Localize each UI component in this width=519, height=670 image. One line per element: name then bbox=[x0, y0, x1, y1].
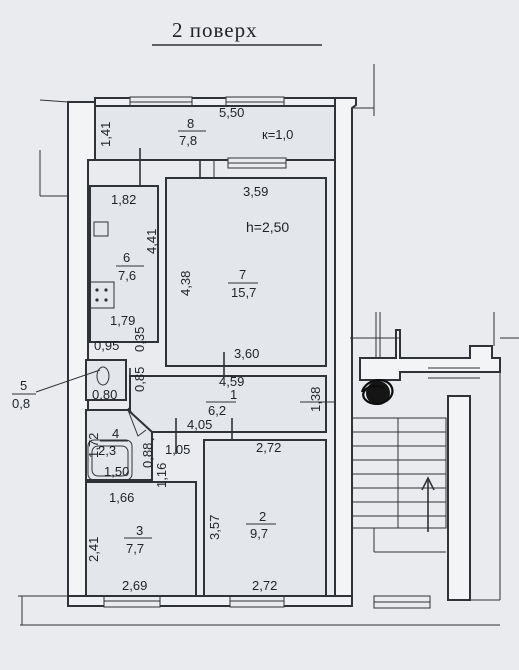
staircase bbox=[351, 417, 447, 553]
room-1-side: 1,38 bbox=[308, 387, 323, 412]
scribble-mark bbox=[360, 379, 394, 405]
room-1-dim-b: 1,16 bbox=[154, 463, 169, 488]
room-8-height: 1,41 bbox=[98, 122, 113, 147]
room-1-dim-a: 1,05 bbox=[165, 442, 190, 457]
room-2-area: 9,7 bbox=[250, 526, 268, 541]
room-3-number: 3 bbox=[136, 523, 143, 538]
plan-title: 2 поверх bbox=[172, 18, 258, 42]
room-1-mid: 4,05 bbox=[187, 417, 212, 432]
room-3 bbox=[85, 481, 197, 597]
room-5 bbox=[85, 359, 127, 401]
room-1-number: 1 bbox=[230, 387, 237, 402]
room-2-side: 3,57 bbox=[207, 515, 222, 540]
room-3-bottom: 2,69 bbox=[122, 578, 147, 593]
room-2-bottom: 2,72 bbox=[252, 578, 277, 593]
stair-right-wall bbox=[447, 395, 471, 601]
room-8-width: 5,50 bbox=[219, 105, 244, 120]
room-4-dim-b: 0,88 bbox=[140, 443, 155, 468]
room-7-number: 7 bbox=[239, 267, 246, 282]
room-6-mid: 1,79 bbox=[110, 313, 135, 328]
room-4-area: 2,3 bbox=[98, 443, 116, 458]
room-7-side: 4,38 bbox=[178, 271, 193, 296]
room-8 bbox=[94, 105, 336, 161]
room-1-top: 4,59 bbox=[219, 374, 244, 389]
room-7-bottom: 3,60 bbox=[234, 346, 259, 361]
room-8-number: 8 bbox=[187, 116, 194, 131]
room-1-area: 6,2 bbox=[208, 403, 226, 418]
stove-icon bbox=[89, 281, 115, 309]
room-4-number: 4 bbox=[112, 426, 119, 441]
toilet-icon bbox=[96, 366, 110, 386]
room-6 bbox=[89, 185, 159, 343]
room-7 bbox=[165, 177, 327, 367]
sink-icon bbox=[93, 221, 109, 237]
room-5-dim-b: 0,35 bbox=[132, 327, 147, 352]
room-6-side: 4,41 bbox=[144, 229, 159, 254]
room-5-dim-d: 0,85 bbox=[132, 367, 147, 392]
room-3-side: 2,41 bbox=[86, 537, 101, 562]
room-1-dim-c: 1,66 bbox=[109, 490, 134, 505]
room-3-area: 7,7 bbox=[126, 541, 144, 556]
wall-right bbox=[334, 97, 357, 599]
room-6-number: 6 bbox=[123, 250, 130, 265]
room-5-number: 5 bbox=[20, 378, 27, 393]
bathtub-icon bbox=[87, 439, 133, 481]
room-8-coef: к=1,0 bbox=[262, 127, 293, 142]
room-7-top: 3,59 bbox=[243, 184, 268, 199]
room-7-ceiling-height: h=2,50 bbox=[246, 219, 289, 235]
room-4 bbox=[85, 409, 153, 481]
room-5-dim-a: 0,95 bbox=[94, 338, 119, 353]
room-2-number: 2 bbox=[259, 509, 266, 524]
room-4-dim-a: 1,72 bbox=[86, 433, 101, 458]
room-5-area: 0,8 bbox=[12, 396, 30, 411]
room-2-top: 2,72 bbox=[256, 440, 281, 455]
room-7-area: 15,7 bbox=[231, 285, 256, 300]
room-4-dim-c: 1,50 bbox=[104, 464, 129, 479]
room-6-area: 7,6 bbox=[118, 268, 136, 283]
room-5-dim-c: 0,80 bbox=[92, 387, 117, 402]
room-8-area: 7,8 bbox=[179, 133, 197, 148]
room-6-top: 1,82 bbox=[111, 192, 136, 207]
room-2 bbox=[203, 439, 327, 597]
